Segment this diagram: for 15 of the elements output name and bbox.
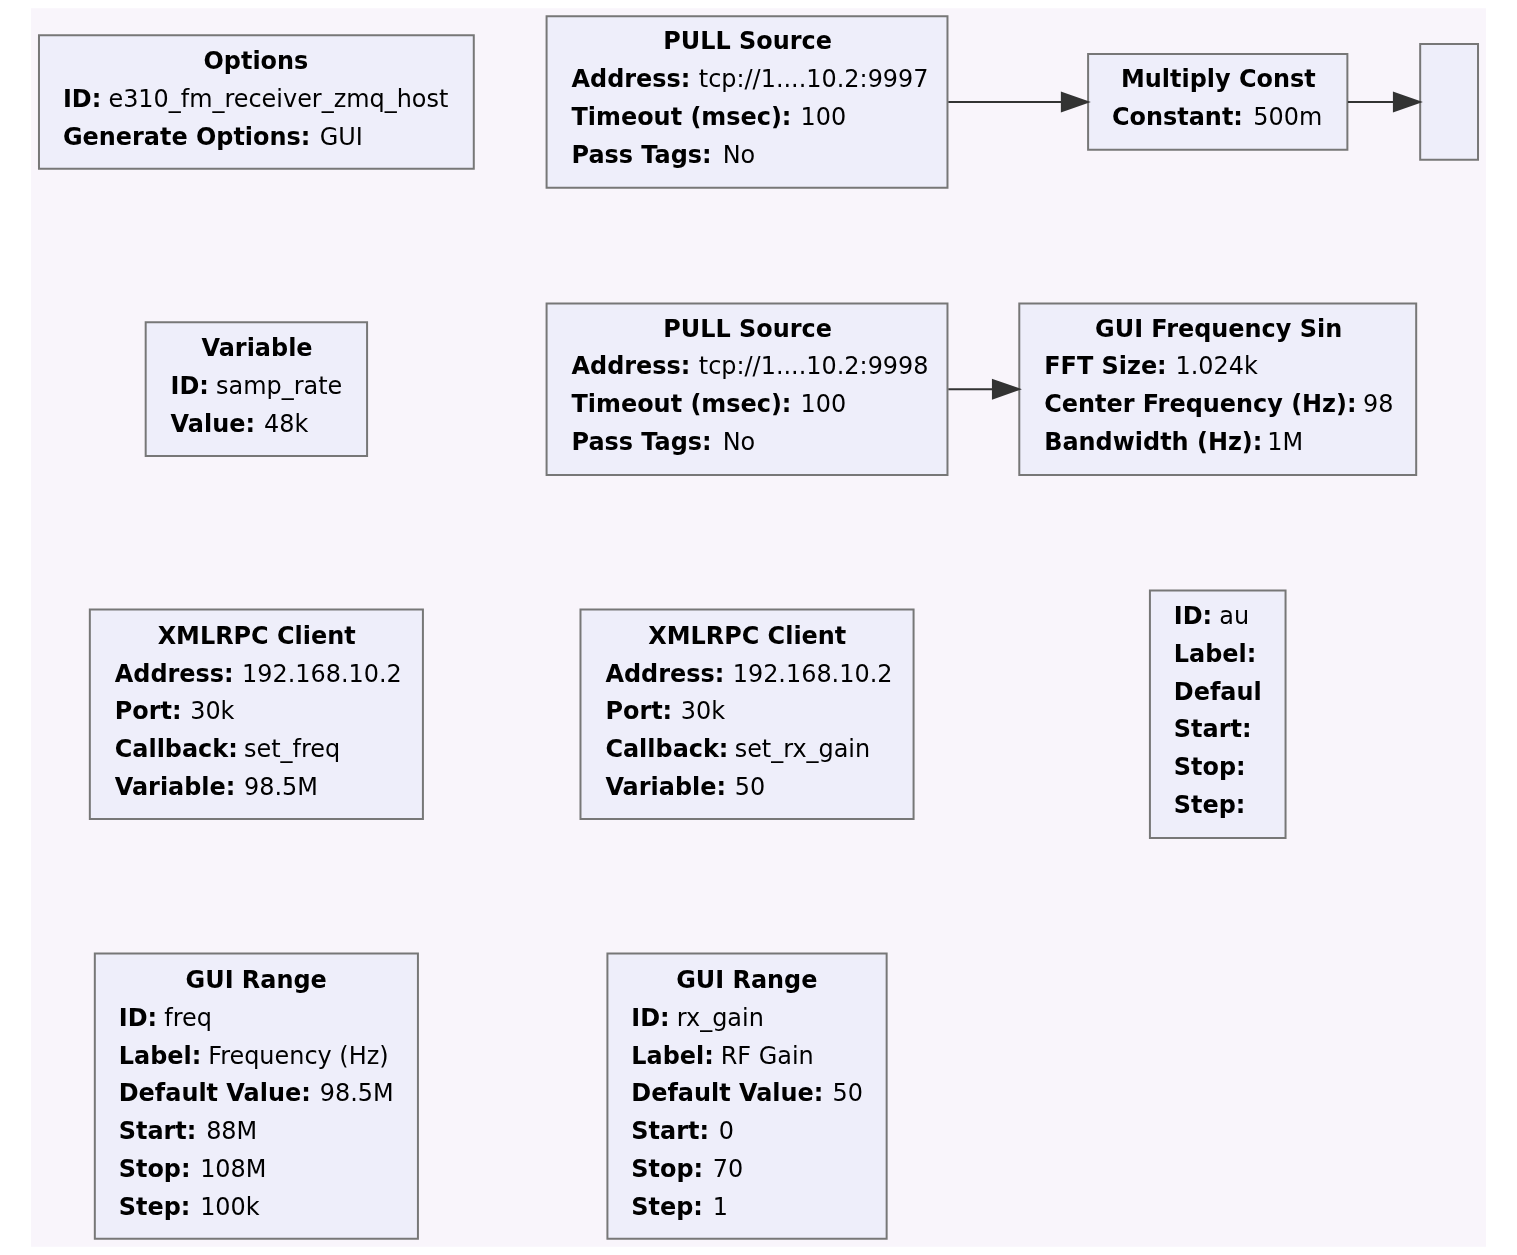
node-box: PULL Source Address: tcp://1....10.2:9998 Timeout (msec): 100 Pass Tags: No (545, 302, 949, 476)
node-box: ID: au Label: Defaul Start: Stop: Step: (1148, 589, 1287, 839)
node-box: Variable ID: samp_rate Value: 48k (144, 321, 369, 457)
node-box: GUI Frequency Sin FFT Size: 1.024k Center Frequency (Hz): 98 Bandwidth (Hz): 1M (1018, 302, 1418, 476)
node-box: GUI Range ID: freq Label: Frequency (Hz) Default Value: 98.5M Start: 88M Stop: 108M Step: 100k (93, 952, 419, 1240)
node-box: Options ID: e310_fm_receiver_zmq_host Generate Options: GUI (38, 34, 475, 170)
arrow (947, 378, 1022, 400)
arrow (1346, 91, 1423, 113)
node-box: XMLRPC Client Address: 192.168.10.2 Port: 30k Callback: set_freq Variable: 98.5M (88, 608, 424, 820)
node-box: GUI Range ID: rx_gain Label: RF Gain Default Value: 50 Start: 0 Stop: 70 Step: 1 (606, 952, 888, 1240)
node-box: PULL Source Address: tcp://1....10.2:9997 Timeout (msec): 100 Pass Tags: No (545, 15, 949, 189)
node-box (1419, 43, 1479, 161)
node-box: Multiply Const Constant: 500m (1087, 53, 1349, 151)
arrow (947, 91, 1091, 113)
node-box: XMLRPC Client Address: 192.168.10.2 Port: 30k Callback: set_rx_gain Variable: 50 (579, 608, 915, 820)
